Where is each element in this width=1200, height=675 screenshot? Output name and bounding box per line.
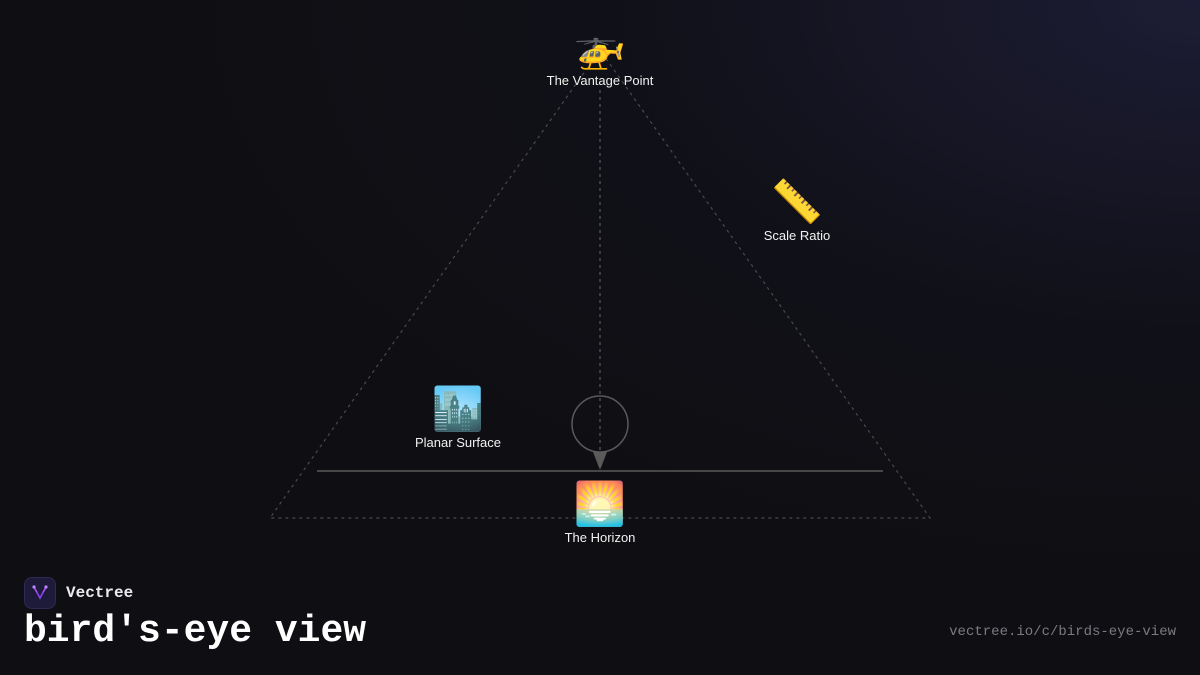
- helicopter-icon: 🚁: [573, 23, 627, 70]
- focus-circle: [571, 395, 629, 453]
- down-arrowhead: [593, 452, 607, 470]
- node-scale-ratio: 📏 Scale Ratio: [764, 178, 830, 243]
- page-title: bird's-eye view: [24, 610, 367, 653]
- ruler-icon: 📏: [770, 178, 824, 225]
- sunrise-icon: 🌅: [573, 480, 627, 527]
- vectree-logo-icon: [24, 577, 56, 609]
- node-vantage-point: 🚁 The Vantage Point: [547, 23, 654, 88]
- node-planar-surface: 🏙️ Planar Surface: [415, 385, 501, 450]
- node-label: The Vantage Point: [546, 73, 654, 88]
- page-url[interactable]: vectree.io/c/birds-eye-view: [949, 624, 1176, 640]
- node-label: Planar Surface: [415, 435, 501, 450]
- node-label: Scale Ratio: [763, 228, 831, 243]
- node-label: The Horizon: [564, 530, 636, 545]
- node-the-horizon: 🌅 The Horizon: [565, 480, 636, 545]
- brand[interactable]: Vectree: [24, 577, 133, 609]
- cityscape-icon: 🏙️: [431, 385, 485, 432]
- brand-name: Vectree: [66, 584, 134, 602]
